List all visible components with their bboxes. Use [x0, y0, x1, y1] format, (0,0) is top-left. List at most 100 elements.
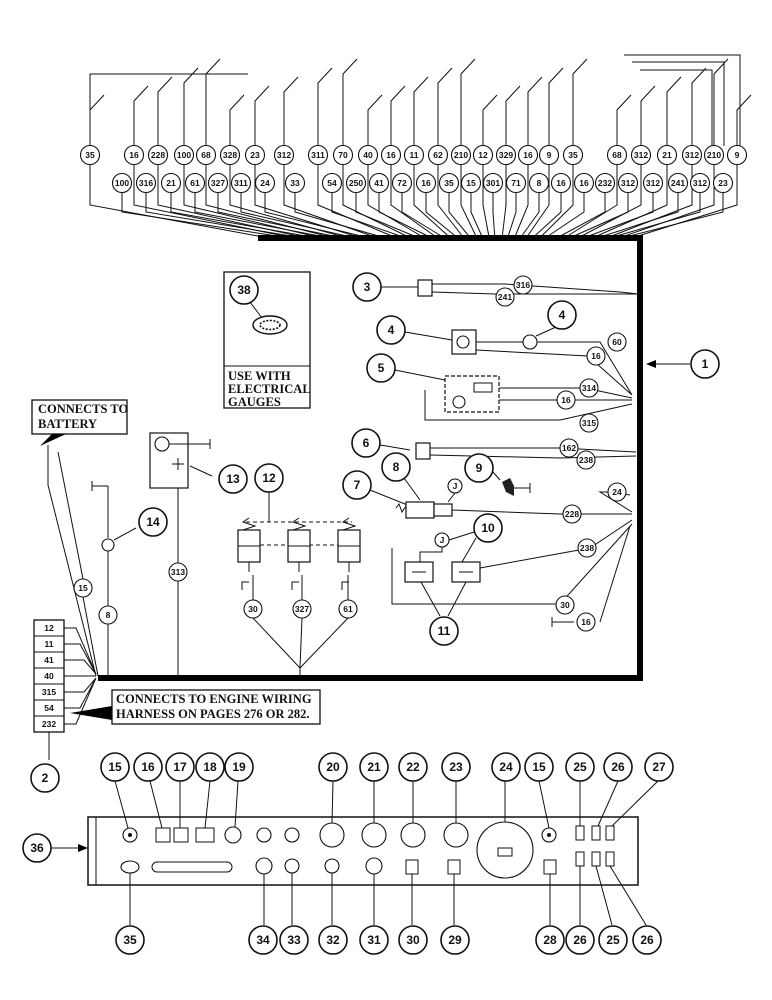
wire-label-bottom-text: 72 [397, 178, 407, 188]
wire-label-bottom [438, 172, 460, 194]
sender-middle [287, 517, 311, 590]
svg-text:36: 36 [30, 841, 44, 855]
wire-label-bottom-text: 316 [139, 178, 153, 188]
svg-text:17: 17 [173, 760, 187, 774]
top-wire-70 [342, 58, 407, 237]
svg-text:18: 18 [203, 760, 217, 774]
wire-label-bottom [689, 172, 711, 194]
top-wire-9 [637, 94, 752, 237]
wire-label-bottom-text: 41 [374, 178, 384, 188]
wire-label-top-text: 9 [547, 150, 552, 160]
svg-text:26: 26 [640, 933, 654, 947]
top-wire-312 [581, 85, 656, 237]
wire-label-top-text: 23 [250, 150, 260, 160]
wire-label-top [123, 144, 145, 166]
svg-text:GAUGES: GAUGES [228, 395, 281, 409]
svg-text:34: 34 [256, 933, 270, 947]
svg-text:ELECTRICAL: ELECTRICAL [228, 382, 311, 396]
item-13-relay: 13 313 [149, 432, 248, 676]
svg-text:315: 315 [582, 418, 596, 428]
top-wire-100 [183, 67, 314, 237]
sender-right [337, 517, 361, 590]
engine-harness-note: CONNECTS TO ENGINE WIRING HARNESS ON PAG… [70, 689, 321, 725]
wire-label-top-text: 11 [410, 150, 419, 160]
svg-text:22: 22 [406, 760, 420, 774]
wire-label-top [606, 144, 628, 166]
svg-text:32: 32 [326, 933, 340, 947]
svg-text:232: 232 [42, 719, 56, 729]
wire-label-bottom-text: 327 [211, 178, 225, 188]
svg-text:28: 28 [543, 933, 557, 947]
svg-text:315: 315 [42, 687, 56, 697]
wire-label-bottom [345, 172, 367, 194]
wire-label-bottom-text: 16 [556, 178, 566, 188]
wire-label-bottom [594, 172, 616, 194]
top-wire-11 [413, 76, 449, 237]
wire-label-top-text: 62 [433, 150, 443, 160]
wire-label-bottom-text: 16 [421, 178, 431, 188]
item-4-gauge: 4 4 60 16 [376, 300, 633, 396]
wire-label-top [681, 144, 703, 166]
svg-text:6: 6 [363, 436, 370, 450]
wire-label-bottom [550, 172, 572, 194]
wire-label-bottom-text: 241 [671, 178, 685, 188]
wire-label-bottom [415, 172, 437, 194]
wire-label-top-text: 312 [277, 150, 291, 160]
wire-label-top-text: 35 [568, 150, 578, 160]
svg-text:15: 15 [78, 583, 88, 593]
wire-label-bottom-text: 15 [466, 178, 476, 188]
wire-label-top-text: 312 [685, 150, 699, 160]
svg-text:13: 13 [226, 472, 240, 486]
wire-label-top [703, 144, 725, 166]
svg-text:7: 7 [354, 478, 361, 492]
item-38-box: 38 USE WITH ELECTRICAL GAUGES [223, 271, 311, 409]
svg-text:25: 25 [606, 933, 620, 947]
top-wire-35 [541, 58, 588, 237]
wire-label-bottom-text: 8 [537, 178, 542, 188]
svg-text:30: 30 [248, 604, 258, 614]
top-wire-16 [390, 85, 436, 237]
svg-text:11: 11 [45, 639, 54, 649]
svg-text:20: 20 [326, 760, 340, 774]
top-wire-16 [133, 85, 284, 237]
svg-text:1: 1 [702, 357, 709, 371]
wire-label-top-text: 12 [478, 150, 488, 160]
svg-text:8: 8 [106, 610, 111, 620]
wire-label-top [79, 144, 101, 166]
wire-label-bottom-text: 61 [190, 178, 200, 188]
wire-label-bottom [135, 172, 157, 194]
top-wire-210 [624, 58, 729, 237]
svg-text:23: 23 [449, 760, 463, 774]
wire-label-bottom [254, 172, 276, 194]
wire-label-bottom [368, 172, 390, 194]
svg-text:5: 5 [378, 361, 385, 375]
svg-text:26: 26 [611, 760, 625, 774]
wire-label-top [656, 144, 678, 166]
svg-text:228: 228 [565, 509, 579, 519]
wire-label-top [472, 144, 494, 166]
svg-text:15: 15 [532, 760, 546, 774]
top-wire-40 [367, 94, 422, 237]
svg-text:10: 10 [481, 521, 495, 535]
svg-text:26: 26 [573, 933, 587, 947]
wire-label-top-text: 16 [523, 150, 533, 160]
item-3-connector: 3 316 241 [352, 272, 639, 307]
wire-label-top-text: 210 [454, 150, 468, 160]
wire-label-top-text: 312 [634, 150, 648, 160]
wire-label-bottom-text: 301 [486, 178, 500, 188]
top-wire-68 [567, 94, 632, 237]
svg-text:19: 19 [232, 760, 246, 774]
callout-1: 1 [646, 349, 720, 379]
svg-text:16: 16 [581, 617, 591, 627]
svg-text:J: J [453, 481, 458, 491]
wire-label-bottom-text: 21 [166, 178, 176, 188]
wire-label-top [562, 144, 584, 166]
wire-label-top-text: 16 [386, 150, 396, 160]
svg-text:2: 2 [42, 771, 49, 785]
wire-label-bottom [617, 172, 639, 194]
top-wire-23 [254, 85, 356, 237]
svg-text:CONNECTS TO: CONNECTS TO [38, 402, 128, 416]
svg-text:CONNECTS TO ENGINE WIRING: CONNECTS TO ENGINE WIRING [116, 692, 312, 706]
svg-text:61: 61 [343, 604, 353, 614]
